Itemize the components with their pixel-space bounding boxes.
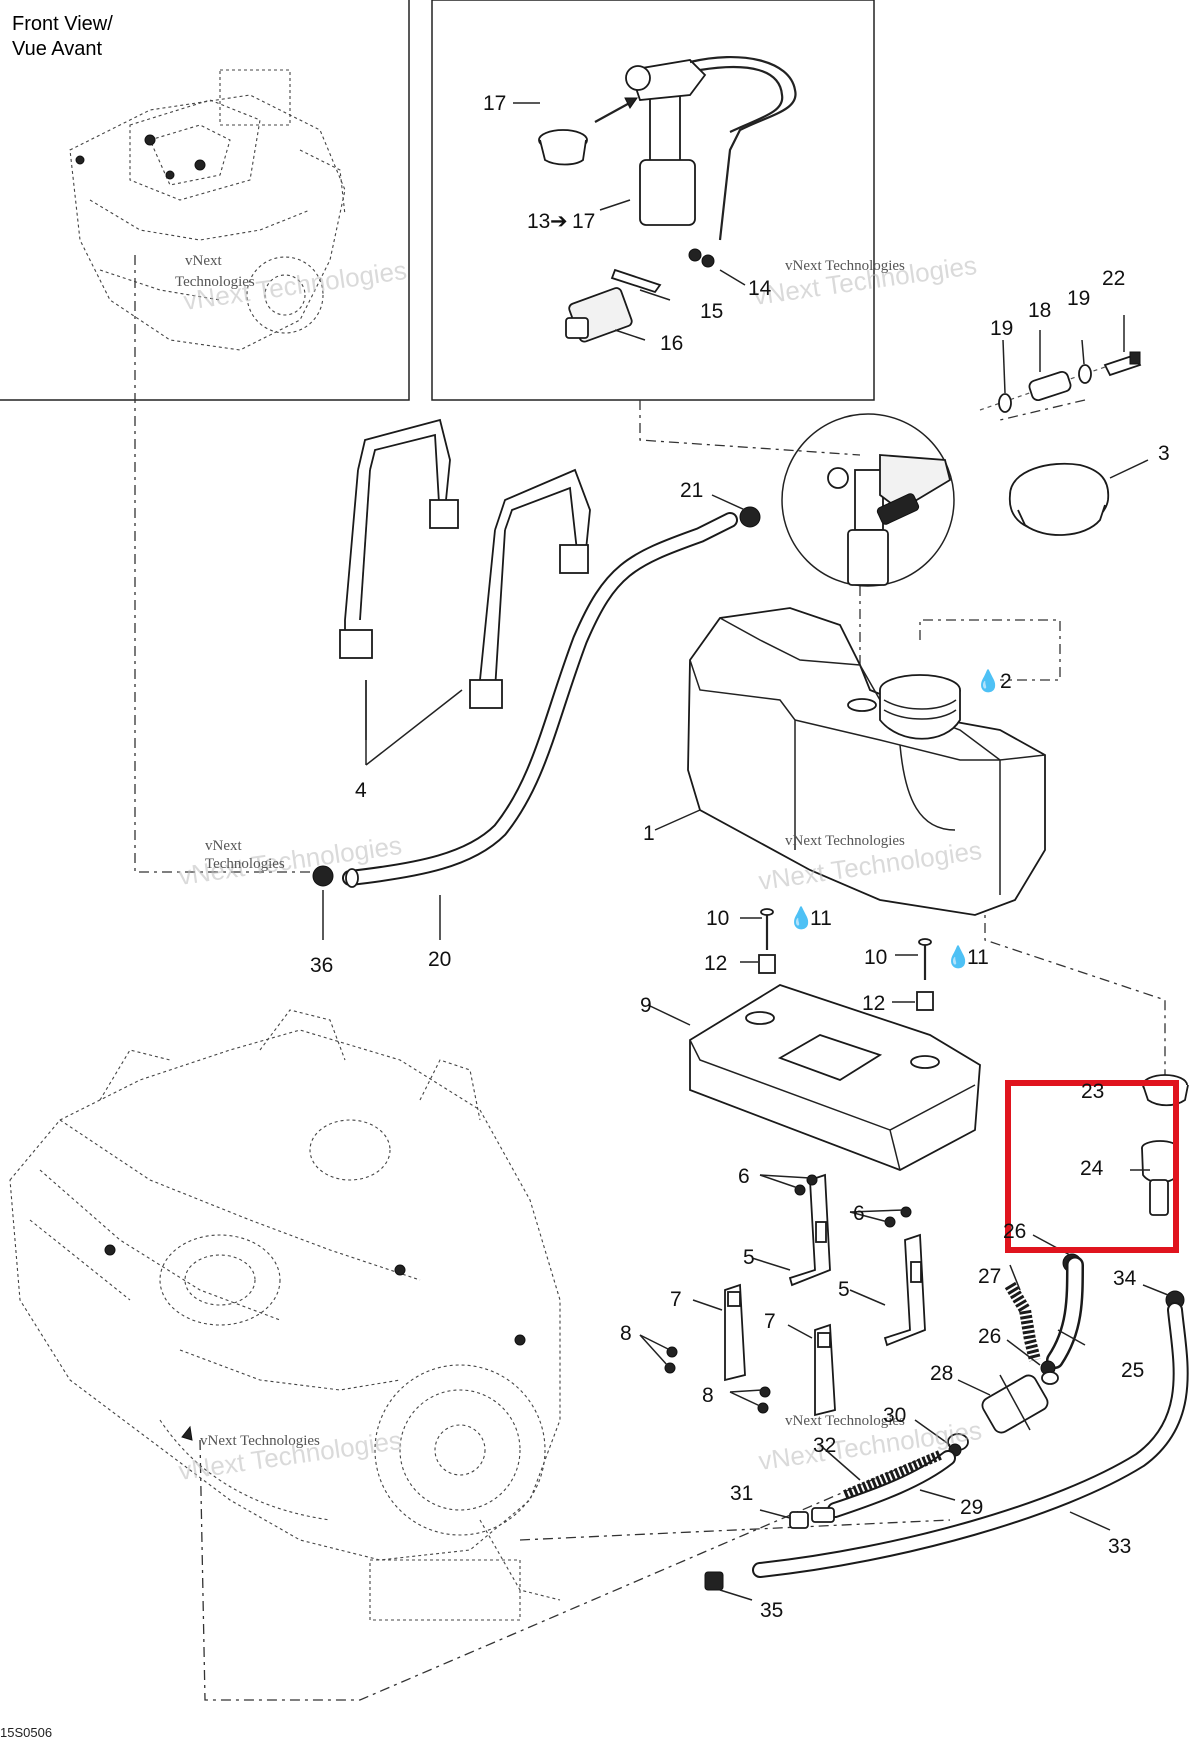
callout-9: 9 (640, 994, 652, 1017)
terminal-15 (610, 268, 662, 294)
connector-16 (565, 287, 633, 343)
fuel-hose-20 (312, 494, 761, 940)
watermark-5: vNext Technologies (200, 1433, 320, 1449)
callout-7-left: 7 (670, 1288, 682, 1311)
callout-33: 33 (1108, 1535, 1131, 1558)
callout-19-right: 19 (1067, 287, 1090, 310)
seal-14 (688, 248, 715, 268)
callout-12-right: 12 (862, 992, 885, 1015)
callout-32: 32 (813, 1434, 836, 1457)
tank-straps-4 (339, 418, 591, 766)
diagram-code: 15S0506 (0, 1725, 52, 1740)
screws-6-8 (639, 1174, 912, 1414)
callout-34: 34 (1113, 1267, 1137, 1290)
fuel-pump-inset (431, 0, 875, 401)
callout-31: 31 (730, 1482, 753, 1505)
callout-14: 14 (748, 277, 772, 300)
assembly-lines (134, 255, 1166, 1701)
svg-text:💧: 💧 (975, 668, 1001, 693)
callout-11-left: 💧 11 (788, 905, 832, 930)
callout-10-left: 10 (706, 907, 729, 930)
highlight-box (1005, 1080, 1179, 1253)
svg-text:17: 17 (572, 210, 595, 233)
callout-30: 30 (883, 1404, 906, 1427)
callout-12-left: 12 (704, 952, 727, 975)
fuel-tank-1 (654, 607, 1046, 916)
callout-6-right: 6 (853, 1202, 865, 1225)
callout-5-left: 5 (743, 1246, 755, 1269)
callout-17: 17 (483, 92, 506, 115)
watermark-3-prefix: vNext (205, 838, 242, 854)
engine-side-view-sketch (9, 1009, 561, 1621)
screws-10-11-12 (740, 908, 934, 1011)
svg-text:💧: 💧 (788, 905, 814, 930)
callout-18: 18 (1028, 299, 1051, 322)
watermark-1-suffix: Technologies (175, 274, 255, 290)
callout-19-left: 19 (990, 317, 1013, 340)
callout-11-right: 💧 11 (945, 944, 989, 969)
callout-26-bottom: 26 (978, 1325, 1001, 1348)
callout-5-right: 5 (838, 1278, 850, 1301)
inset-title-line2: Vue Avant (12, 38, 103, 60)
callout-25: 25 (1121, 1359, 1144, 1382)
watermarks: vNext Technologies vNext Technologies vN… (175, 250, 984, 1486)
callout-35: 35 (760, 1599, 783, 1622)
callout-numbers: 17 13 ➔ 17 14 15 16 19 18 19 22 3 21 💧 2… (310, 92, 1170, 1622)
svg-text:11: 11 (810, 907, 832, 930)
callout-4: 4 (355, 779, 367, 802)
callout-8-right: 8 (702, 1384, 714, 1407)
callout-2: 💧 2 (975, 668, 1012, 693)
callout-16: 16 (660, 332, 683, 355)
callout-29: 29 (960, 1496, 983, 1519)
inset-title-line1: Front View/ (12, 13, 113, 35)
callout-26-top: 26 (1003, 1220, 1026, 1243)
svg-text:2: 2 (1000, 670, 1012, 693)
svg-text:➔: ➔ (550, 210, 568, 233)
svg-text:13: 13 (527, 210, 550, 233)
callout-28: 28 (930, 1362, 953, 1385)
vent-hose-assembly (979, 315, 1142, 413)
svg-text:💧: 💧 (945, 944, 971, 969)
lower-fuel-lines (704, 1074, 1189, 1601)
tank-cap-3 (1008, 459, 1149, 536)
callout-23: 23 (1081, 1080, 1104, 1103)
callout-27: 27 (978, 1265, 1001, 1288)
callout-36: 36 (310, 954, 333, 977)
callout-7-right: 7 (764, 1310, 776, 1333)
callout-24: 24 (1080, 1157, 1104, 1180)
watermark-4: vNext Technologies (785, 833, 905, 849)
callout-10-right: 10 (864, 946, 887, 969)
callout-15: 15 (700, 300, 723, 323)
watermark-2: vNext Technologies (785, 258, 905, 274)
fuel-level-sender-13-17 (625, 55, 797, 241)
brackets-5-7 (692, 1173, 926, 1417)
watermark-1-prefix: vNext (185, 253, 222, 269)
callout-22: 22 (1102, 267, 1125, 290)
callout-13-17: 13 ➔ 17 (527, 210, 595, 233)
watermark-3-suffix: Technologies (205, 856, 285, 872)
pump-detail-circle (781, 413, 955, 587)
svg-text:11: 11 (967, 946, 989, 969)
tank-support-9 (647, 984, 981, 1171)
front-view-inset: Front View/ Vue Avant (0, 0, 410, 401)
callout-21: 21 (680, 479, 703, 502)
callout-20: 20 (428, 948, 451, 971)
watermark-6: vNext Technologies (785, 1413, 905, 1429)
engine-front-view-sketch (69, 69, 346, 351)
callout-8-left: 8 (620, 1322, 632, 1345)
callout-6-left: 6 (738, 1165, 750, 1188)
callout-1: 1 (643, 822, 655, 845)
grommet-17 (538, 97, 638, 166)
callout-3: 3 (1158, 442, 1170, 465)
